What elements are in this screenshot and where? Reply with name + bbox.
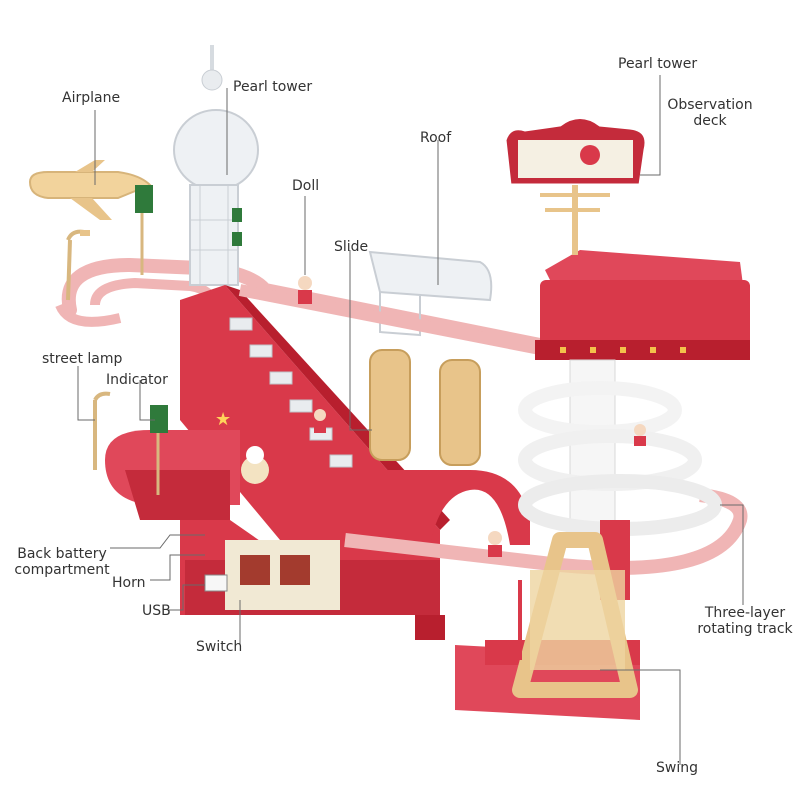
label-roof: Roof bbox=[420, 130, 452, 146]
top-sign bbox=[503, 116, 648, 255]
leader-lines bbox=[77, 75, 744, 765]
label-back-battery-line2: compartment bbox=[14, 562, 110, 578]
svg-text:★: ★ bbox=[215, 409, 231, 430]
label-airplane: Airplane bbox=[62, 90, 121, 106]
label-usb: USB bbox=[142, 603, 171, 619]
label-observation-deck-line1: Observation bbox=[667, 97, 753, 113]
label-switch: Switch bbox=[196, 639, 243, 655]
airplane bbox=[28, 160, 153, 275]
label-doll: Doll bbox=[292, 178, 320, 194]
label-back-battery: Back battery compartment bbox=[10, 546, 114, 578]
label-slide: Slide bbox=[334, 239, 369, 255]
label-observation-deck: Observation deck bbox=[664, 97, 756, 129]
street-lamp-top bbox=[66, 229, 90, 301]
label-pearl-tower-left: Pearl tower bbox=[233, 79, 313, 95]
label-swing: Swing bbox=[656, 760, 698, 776]
label-horn: Horn bbox=[112, 575, 146, 591]
label-street-lamp: street lamp bbox=[42, 351, 123, 367]
spiral-track bbox=[518, 359, 722, 600]
label-three-layer-line1: Three-layer bbox=[704, 605, 786, 621]
label-three-layer-track: Three-layer rotating track bbox=[690, 605, 800, 637]
center-arch bbox=[345, 470, 530, 545]
tan-gates bbox=[369, 349, 481, 466]
doll-figures bbox=[298, 276, 646, 557]
label-three-layer-line2: rotating track bbox=[697, 621, 793, 637]
pearl-tower bbox=[173, 45, 259, 286]
swing bbox=[455, 532, 640, 720]
front-panel bbox=[180, 520, 445, 640]
label-observation-deck-line2: deck bbox=[693, 113, 727, 129]
label-back-battery-line1: Back battery bbox=[17, 546, 107, 562]
right-roof-block bbox=[535, 250, 750, 360]
left-platform bbox=[93, 391, 240, 520]
label-indicator: Indicator bbox=[106, 372, 168, 388]
label-pearl-tower-right: Pearl tower bbox=[618, 56, 698, 72]
middle-track bbox=[238, 284, 547, 356]
